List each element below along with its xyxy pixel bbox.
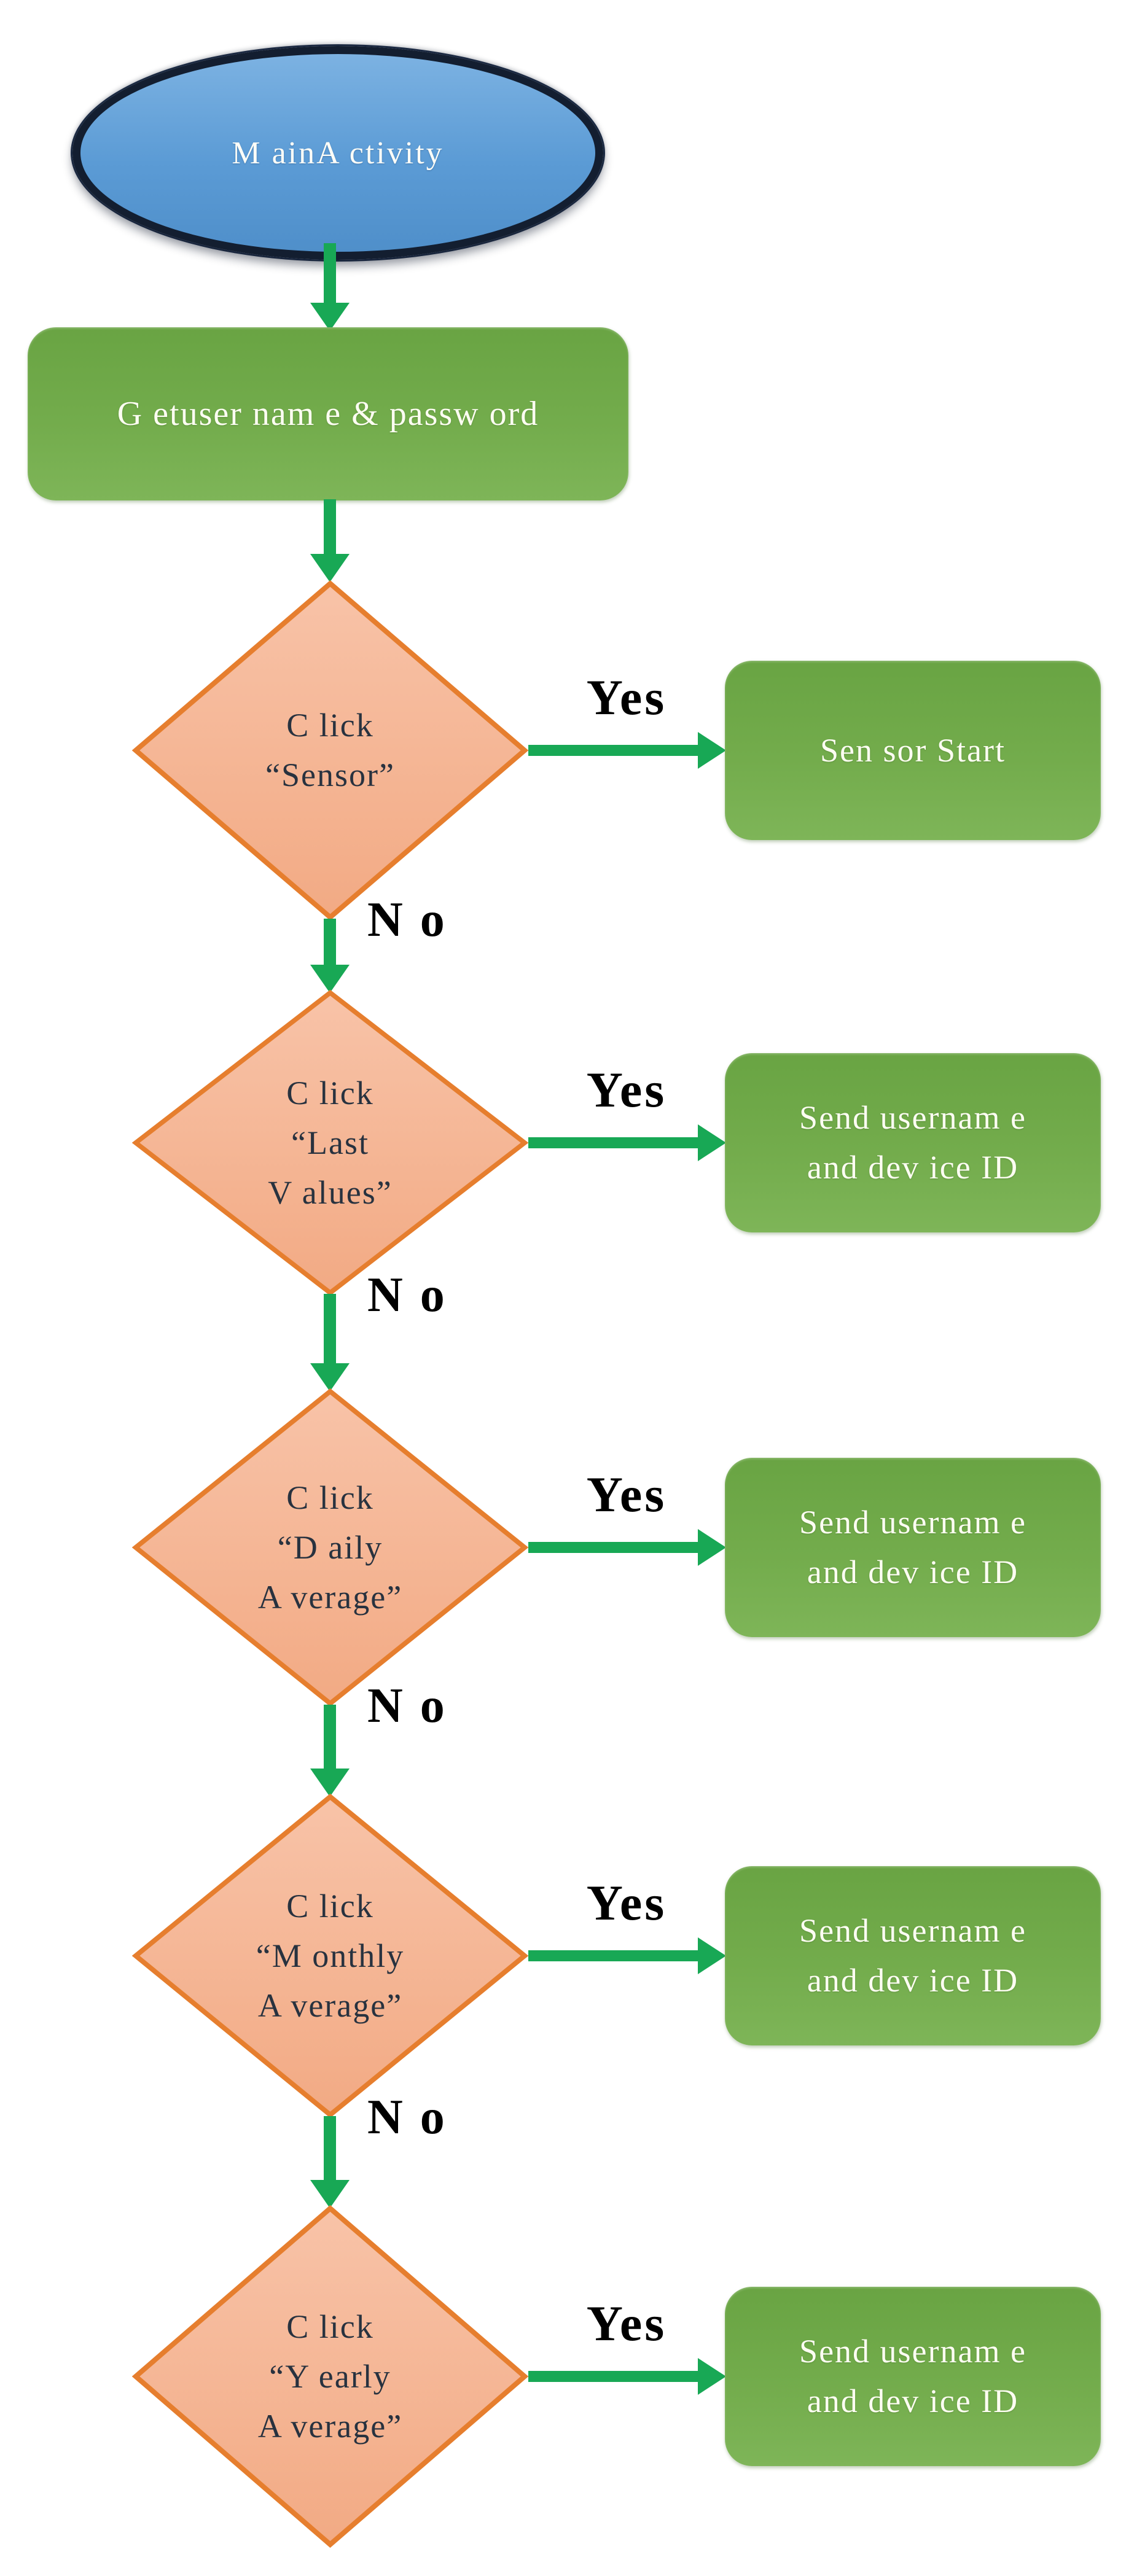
arrow-shaft	[528, 1542, 702, 1553]
arrow-shaft	[324, 919, 336, 967]
no-arrow	[310, 1705, 350, 1797]
arrow-shaft	[324, 243, 336, 305]
decision-label: C lick “D aily A verage”	[257, 1479, 403, 1616]
yes-label: Yes	[586, 2295, 667, 2351]
no-label: N o	[367, 1268, 447, 1322]
no-arrow	[310, 2116, 350, 2208]
decision-label: C lick “Last V alues”	[268, 1074, 393, 1211]
yes-arrow	[528, 1937, 726, 1974]
no-label: N o	[367, 893, 447, 947]
no-label: N o	[367, 1679, 447, 1733]
arrow-head	[310, 1769, 350, 1797]
arrow-head	[698, 2358, 726, 2395]
arrow-shaft	[528, 1950, 702, 1961]
process-label: G etuser nam e & passw ord	[117, 395, 539, 433]
result-label: Sen sor Start	[820, 731, 1006, 769]
arrow-shaft	[324, 1294, 336, 1366]
decision-diamond	[132, 1793, 528, 2119]
no-arrow	[310, 1294, 350, 1391]
result-label: Send usernam e and dev ice ID	[799, 1099, 1026, 1186]
arrow-head	[698, 1124, 726, 1161]
arrow-shaft	[528, 745, 702, 756]
arrow-head	[698, 1529, 726, 1566]
arrow-shaft	[324, 499, 336, 556]
start-terminal-ellipse: M ainA ctivity	[72, 46, 603, 260]
yes-arrow	[528, 732, 726, 769]
yes-label: Yes	[586, 1062, 667, 1118]
arrow-shaft	[528, 1137, 702, 1148]
arrow-head	[310, 554, 350, 582]
arrow-shaft	[324, 1705, 336, 1771]
no-label: N o	[367, 2090, 447, 2144]
arrow-shaft	[324, 2116, 336, 2182]
yes-label: Yes	[586, 1466, 667, 1522]
result-label: Send usernam e and dev ice ID	[799, 1504, 1026, 1590]
flow-arrow-process-to-decision	[310, 499, 350, 582]
yes-arrow	[528, 2358, 726, 2395]
decision-label: C lick “Sensor”	[265, 707, 395, 793]
result-box: Send usernam e and dev ice ID	[725, 1053, 1101, 1232]
arrow-head	[698, 732, 726, 769]
result-box: Send usernam e and dev ice ID	[725, 2287, 1101, 2466]
arrow-head	[310, 303, 350, 331]
no-arrow	[310, 919, 350, 993]
arrow-head	[698, 1937, 726, 1974]
decision-diamond	[132, 2204, 528, 2548]
decision-label: C lick “Y early A verage”	[257, 2308, 403, 2445]
arrow-head	[310, 1363, 350, 1391]
yes-arrow	[528, 1124, 726, 1161]
arrow-head	[310, 2180, 350, 2208]
decision-label: C lick “M onthly A verage”	[256, 1887, 405, 2024]
flow-arrow-start-to-process	[310, 243, 350, 331]
start-terminal-label: M ainA ctivity	[232, 135, 444, 171]
result-box: Sen sor Start	[725, 661, 1101, 840]
result-label: Send usernam e and dev ice ID	[799, 2333, 1026, 2419]
result-box: Send usernam e and dev ice ID	[725, 1458, 1101, 1637]
yes-label: Yes	[586, 1875, 667, 1931]
arrow-head	[310, 965, 350, 993]
arrow-shaft	[528, 2371, 702, 2382]
decision-diamond	[132, 580, 528, 921]
result-box: Send usernam e and dev ice ID	[725, 1866, 1101, 2045]
decision-diamond	[132, 989, 528, 1296]
yes-label: Yes	[586, 669, 667, 725]
decision-diamond	[132, 1388, 528, 1707]
process-box: G etuser nam e & passw ord	[28, 327, 628, 500]
result-label: Send usernam e and dev ice ID	[799, 1912, 1026, 1999]
yes-arrow	[528, 1529, 726, 1566]
